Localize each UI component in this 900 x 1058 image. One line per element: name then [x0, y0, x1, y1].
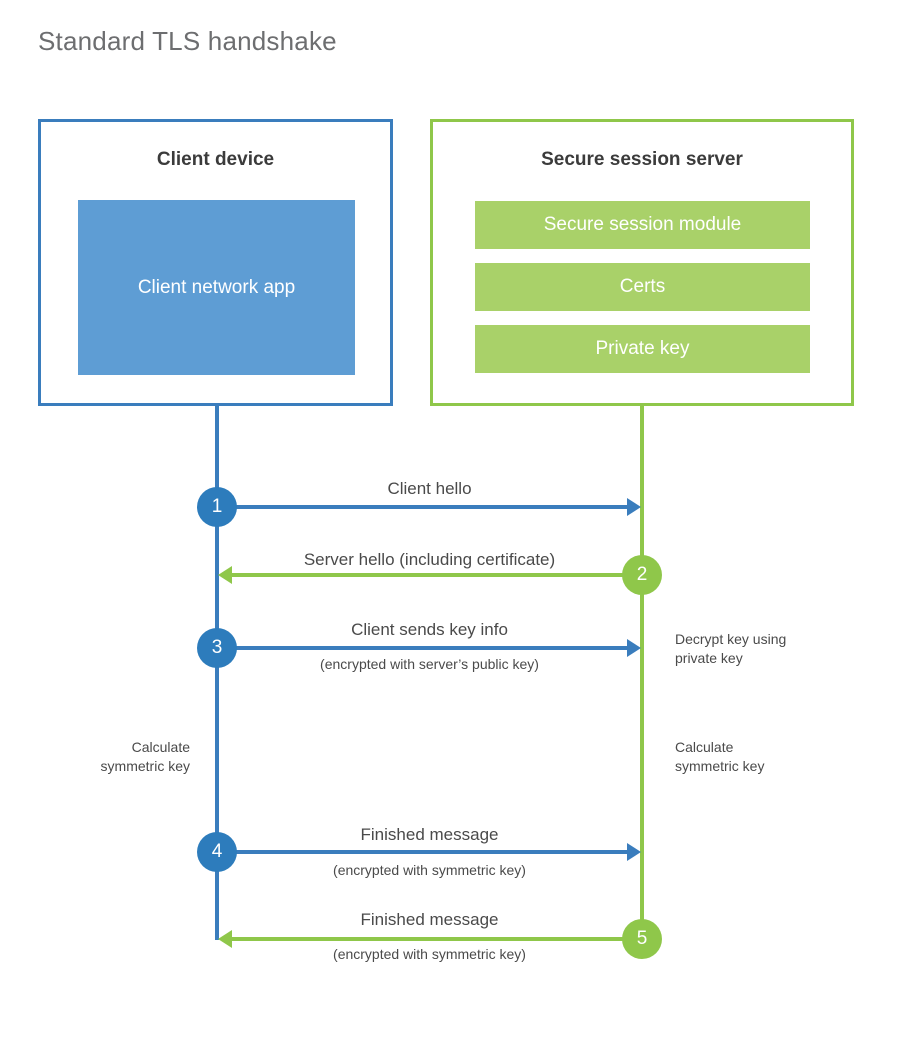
step-5-arrow-shaft — [231, 937, 642, 941]
step-3-arrow — [217, 639, 641, 657]
step-4-arrow — [217, 843, 641, 861]
step-3-arrow-shaft — [217, 646, 628, 650]
step-4-label: Finished message — [360, 825, 499, 844]
client-device-title: Client device — [156, 149, 275, 170]
secure-session-server-box: Secure session server Secure session mod… — [430, 119, 854, 406]
step-1-arrow — [217, 498, 641, 516]
client-lifeline — [215, 406, 219, 940]
step-2-circle[interactable]: 2 — [622, 555, 662, 595]
step-3-sublabel: (encrypted with server’s public key) — [320, 656, 539, 672]
step-4-arrow-shaft — [217, 850, 628, 854]
step-1-label: Client hello — [387, 479, 472, 498]
secure-session-server-title: Secure session server — [541, 149, 743, 170]
step-2-arrow-head — [218, 566, 232, 584]
step-1-circle[interactable]: 1 — [197, 487, 237, 527]
step-3-circle[interactable]: 3 — [197, 628, 237, 668]
step-5-arrow — [218, 930, 642, 948]
page-title: Standard TLS handshake — [38, 26, 337, 56]
step-5-circle[interactable]: 5 — [622, 919, 662, 959]
server-lifeline — [640, 406, 644, 940]
step-5-arrow-head — [218, 930, 232, 948]
step-5-label: Finished message — [360, 910, 499, 929]
client-network-app-block: Client network app — [78, 200, 355, 375]
server-module-certs: Certs — [475, 263, 810, 311]
step-1-arrow-head — [627, 498, 641, 516]
step-2-arrow — [218, 566, 642, 584]
server-module-list: Secure session module Certs Private key — [475, 201, 810, 373]
server-module-private-key: Private key — [475, 325, 810, 373]
step-2-label: Server hello (including certificate) — [303, 550, 556, 569]
step-4-sublabel: (encrypted with symmetric key) — [333, 862, 526, 878]
step-5-sublabel: (encrypted with symmetric key) — [333, 946, 526, 962]
step-2-arrow-shaft — [231, 573, 642, 577]
step-1-arrow-shaft — [217, 505, 628, 509]
client-device-box: Client device Client network app — [38, 119, 393, 406]
step-3-label: Client sends key info — [351, 620, 508, 639]
step-4-arrow-head — [627, 843, 641, 861]
step-3-arrow-head — [627, 639, 641, 657]
server-module-secure-session-module: Secure session module — [475, 201, 810, 249]
step-4-circle[interactable]: 4 — [197, 832, 237, 872]
